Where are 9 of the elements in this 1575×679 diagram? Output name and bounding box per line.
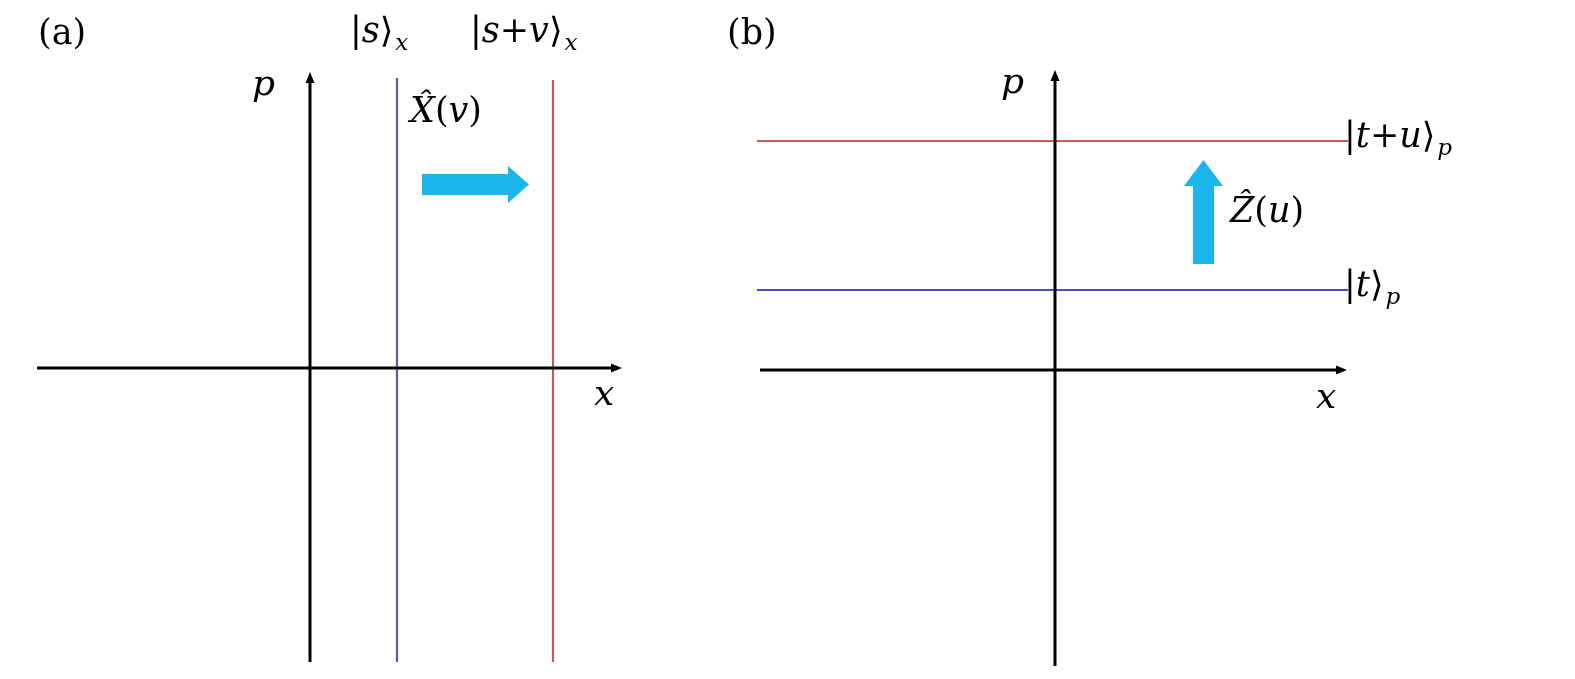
axis-label: x — [594, 372, 615, 414]
axis-label: p — [1001, 60, 1025, 102]
panel-label: (b) — [727, 12, 777, 53]
operator-label: Ẑ(u) — [1230, 190, 1305, 231]
panel-label: (a) — [38, 12, 87, 53]
axis-label: p — [252, 62, 276, 104]
axis-label: x — [1316, 375, 1337, 417]
state-label: |s+v⟩$_{x}$ — [470, 10, 578, 51]
state-label: |s⟩$_{x}$ — [350, 10, 409, 51]
